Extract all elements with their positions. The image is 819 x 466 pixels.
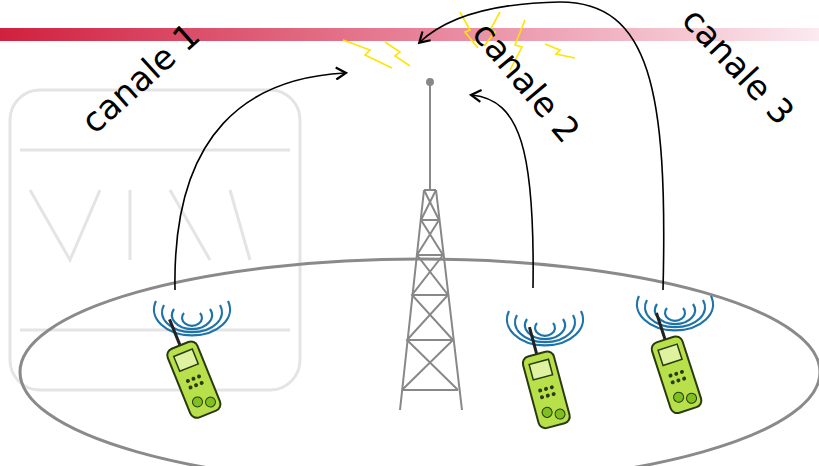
cell-area (20, 259, 819, 466)
mobile-phone (507, 311, 583, 430)
watermark (10, 90, 300, 390)
antenna-tower (400, 79, 462, 410)
channel-label: canale 3 (676, 1, 800, 130)
mobile-phone (637, 296, 713, 415)
channel-arrow (175, 2, 664, 290)
mobile-phone (154, 301, 230, 420)
mobile-phones (154, 296, 713, 430)
signal-bolts (343, 12, 575, 70)
